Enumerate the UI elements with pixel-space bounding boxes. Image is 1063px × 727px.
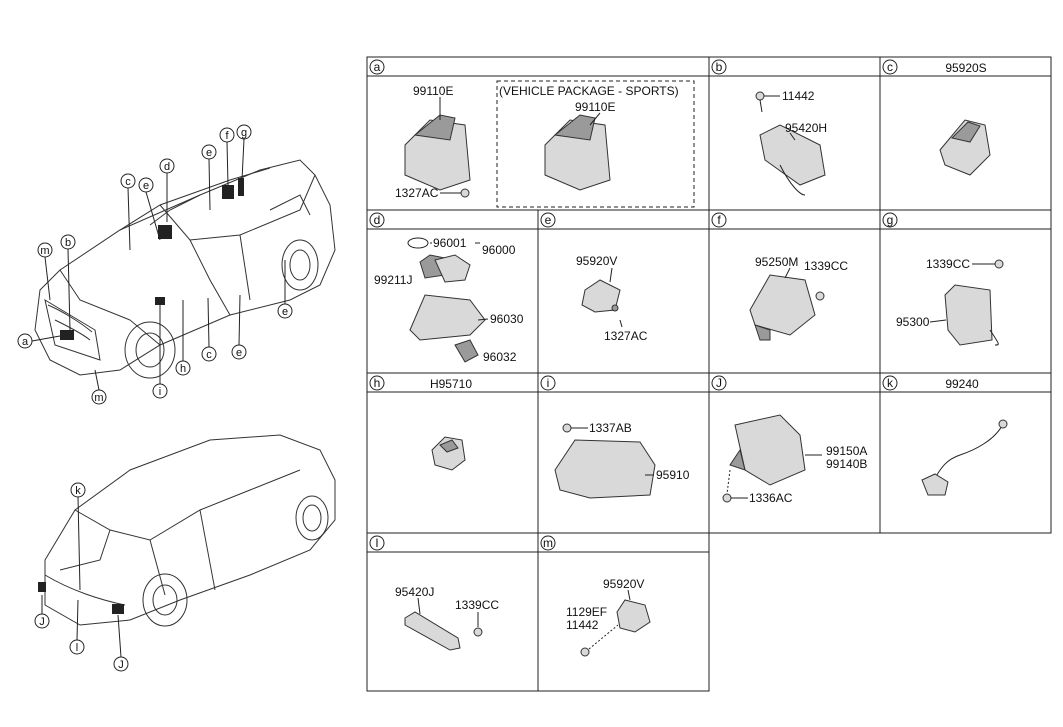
part-number: 96000 xyxy=(482,243,516,257)
panel-h-title: H95710 xyxy=(430,377,472,391)
panel-l-letter: l xyxy=(376,536,379,550)
part-number: 1337AB xyxy=(589,421,632,435)
callout-label: m xyxy=(40,245,49,257)
part-number: 1327AC xyxy=(604,329,648,343)
panel-a-letter: a xyxy=(374,60,381,74)
panel-b-parts: 11442 95420H xyxy=(755,89,827,196)
panel-a-parts: 99110E (VEHICLE PACKAGE - SPORTS) 99110E… xyxy=(395,84,679,200)
rear-callouts xyxy=(34,482,129,672)
callout-label: l xyxy=(76,642,78,654)
part-number: 95300 xyxy=(896,315,930,329)
callout-label: g xyxy=(241,127,247,139)
panel-c-letter: c xyxy=(887,60,893,74)
panel-l-parts: 95420J 1339CC xyxy=(395,585,499,651)
panel-f-parts: 95250M 1339CC xyxy=(749,255,848,341)
callout-label: k xyxy=(75,485,81,497)
part-number: 95250M xyxy=(755,255,798,269)
callout-label: m xyxy=(94,392,103,404)
panel-j-parts: 99150A 99140B 1336AC xyxy=(722,414,867,505)
front-car-illustration xyxy=(34,159,336,379)
panel-h-parts xyxy=(431,436,466,471)
panel-c-title: 95920S xyxy=(945,61,986,75)
part-number: 99211J xyxy=(374,273,412,287)
panel-k-title: 99240 xyxy=(945,377,979,391)
rear-car-illustration xyxy=(38,434,336,627)
part-number: 96030 xyxy=(490,312,524,326)
parts-grid xyxy=(366,56,1052,692)
front-callouts xyxy=(17,124,293,405)
part-number: 99140B xyxy=(826,457,867,471)
part-number: 95420H xyxy=(785,121,827,135)
panel-m-letter: m xyxy=(543,536,553,550)
part-number: 96032 xyxy=(483,350,517,364)
part-number: 1339CC xyxy=(455,598,499,612)
callout-label: c xyxy=(125,176,131,188)
callout-label: J xyxy=(39,616,45,628)
part-number: 95420J xyxy=(395,585,434,599)
part-number: 1129EF xyxy=(566,605,607,619)
panel-i-letter: i xyxy=(547,376,550,390)
callout-label: d xyxy=(164,161,170,173)
callout-label: c xyxy=(206,349,212,361)
panel-g-letter: g xyxy=(887,213,894,227)
part-number: 95920V xyxy=(576,254,617,268)
panel-g-parts: 1339CC 95300 xyxy=(896,257,1004,346)
part-number: 99110E xyxy=(575,100,615,114)
callout-label: i xyxy=(159,386,161,398)
callout-label: e xyxy=(236,347,242,359)
callout-label: h xyxy=(180,363,186,375)
part-number: 1339CC xyxy=(804,259,848,273)
panel-b-letter: b xyxy=(716,60,723,74)
part-number: 99150A xyxy=(826,444,867,458)
part-number: 11442 xyxy=(782,89,815,103)
callout-label: a xyxy=(22,336,29,348)
panel-e-letter: e xyxy=(545,213,552,227)
callout-label: e xyxy=(282,306,288,318)
callout-label: J xyxy=(118,659,124,671)
part-number: 95910 xyxy=(656,468,690,482)
panel-d-letter: d xyxy=(374,213,381,227)
panel-c-parts xyxy=(939,119,991,176)
panel-k-parts xyxy=(921,419,1008,496)
part-number: 96001 xyxy=(433,236,467,250)
part-number: 95920V xyxy=(603,577,644,591)
package-note: (VEHICLE PACKAGE - SPORTS) xyxy=(499,84,679,98)
panel-f-letter: f xyxy=(717,213,721,227)
panel-i-parts: 1337AB 95910 xyxy=(554,421,690,499)
panel-j-letter: J xyxy=(716,376,722,390)
callout-label: f xyxy=(225,130,229,142)
panel-e-parts: 95920V 1327AC xyxy=(576,254,648,343)
part-number: 1336AC xyxy=(749,491,793,505)
callout-label: e xyxy=(206,147,212,159)
part-number: 1339CC xyxy=(926,257,970,271)
panel-k-letter: k xyxy=(887,376,894,390)
callout-label: e xyxy=(143,180,149,192)
callout-label: b xyxy=(65,237,71,249)
part-number: 11442 xyxy=(566,618,599,632)
panel-d-parts: 96001 96000 99211J 96030 96032 xyxy=(374,236,524,364)
part-number: 1327AC xyxy=(395,186,439,200)
panel-m-parts: 95920V 1129EF 11442 xyxy=(566,577,651,657)
part-number: 99110E xyxy=(413,84,453,98)
panel-h-letter: h xyxy=(374,376,381,390)
